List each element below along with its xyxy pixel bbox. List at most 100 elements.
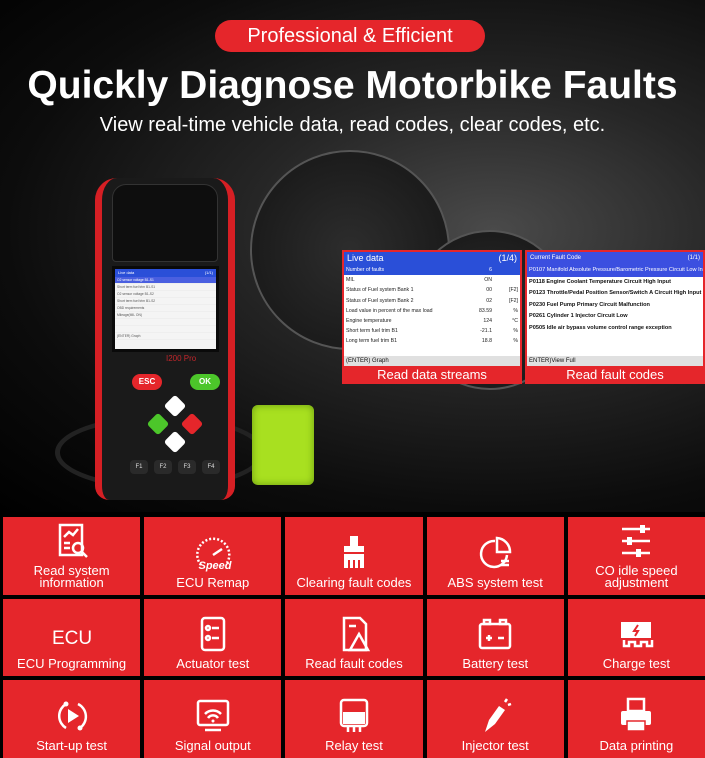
document-warning-icon: [342, 617, 371, 652]
printer-compartment: [112, 184, 218, 262]
feature-tile[interactable]: Data printing: [567, 680, 705, 758]
fault-code-caption: Read fault codes: [566, 367, 664, 382]
fault-code-page: (1/1): [687, 255, 700, 261]
live-data-row[interactable]: Short term fuel trim B1 -21.1%: [344, 326, 520, 336]
page-subtitle: View real-time vehicle data, read codes,…: [99, 114, 606, 136]
obd-connector: [252, 405, 314, 485]
fault-code-row[interactable]: P0261 Cylinder 1 Injector Circuit Low: [529, 313, 628, 319]
fault-code-row[interactable]: P0505 Idle air bypass volume control ran…: [529, 324, 672, 331]
screen-row: Mileage(MIL ON): [115, 312, 216, 319]
ecu-text-icon: ECU: [52, 628, 92, 649]
screen-page: (1/1): [204, 270, 213, 275]
parameter-name: Status of Fuel system Bank 1: [346, 287, 414, 294]
f1-button[interactable]: F1: [130, 460, 148, 474]
parameter-value: 18.8: [481, 338, 492, 345]
feature-tile[interactable]: Relay test: [285, 680, 423, 758]
parameter-unit: [492, 275, 518, 285]
f3-button[interactable]: F3: [178, 460, 196, 474]
pie-chart-icon: [480, 536, 512, 568]
feature-tile[interactable]: Charge test: [567, 598, 705, 677]
feature-tile[interactable]: Injector test: [426, 680, 564, 758]
feature-tile[interactable]: Read system information: [3, 517, 141, 595]
checklist-icon: [200, 617, 226, 652]
parameter-name: Load value in percent of the max load: [346, 307, 433, 314]
down-arrow-button[interactable]: [163, 430, 187, 454]
feature-label: ECU Programming: [17, 656, 127, 672]
feature-tile[interactable]: Start-up test: [3, 680, 141, 758]
feature-tile[interactable]: ABS system test: [426, 517, 564, 595]
live-data-row[interactable]: Number of faults 6: [344, 265, 520, 276]
feature-tile[interactable]: ECU ECU Programming: [3, 598, 141, 677]
feature-label: Battery test: [462, 656, 529, 672]
feature-label: ECU Remap: [176, 574, 250, 590]
sliders-icon: [622, 524, 651, 557]
live-data-title: Live data: [347, 253, 384, 263]
parameter-name: Number of faults: [346, 267, 385, 273]
live-data-row[interactable]: Load value in percent of the max load 83.…: [344, 306, 520, 316]
feature-tile[interactable]: Signal output: [144, 680, 282, 758]
feature-tile[interactable]: Actuator test: [144, 598, 282, 677]
parameter-value: ON: [484, 277, 492, 284]
screen-row: [115, 326, 216, 333]
fault-code-panel: Current Fault Code (1/1) P0107 Manifold A…: [525, 250, 705, 384]
tagline-badge: Professional & Efficient: [215, 20, 485, 52]
feature-tile[interactable]: CO idle speed adjustment: [567, 517, 705, 595]
left-arrow-button[interactable]: [146, 412, 170, 436]
screen-row: (ENTER) Graph: [115, 333, 216, 340]
fault-code-row[interactable]: P0230 Fuel Pump Primary Circuit Malfunct…: [529, 301, 650, 308]
device-screen: Live data(1/1) O2 sensor voltage B1-S1 S…: [112, 266, 219, 352]
parameter-value: 02: [486, 297, 492, 304]
parameter-unit: %: [513, 328, 518, 335]
parameter-name: Engine temperature: [346, 317, 392, 324]
ok-button[interactable]: OK: [190, 374, 220, 390]
parameter-value: 00: [486, 287, 492, 294]
svg-text:Speed: Speed: [198, 560, 231, 572]
feature-label: CO idle speed adjustment: [595, 562, 678, 590]
parameter-value: 83.59: [479, 307, 492, 314]
live-data-footer[interactable]: (ENTER) Graph: [344, 356, 520, 366]
parameter-value: 124: [483, 317, 492, 324]
parameter-unit: [F2]: [509, 297, 518, 304]
page-title: Quickly Diagnose Motorbike Faults: [27, 64, 678, 107]
fault-code-footer[interactable]: ENTER)View Full: [527, 356, 703, 366]
screen-row: O2 sensor voltage B1-S2: [115, 291, 216, 298]
brush-icon: [343, 535, 364, 568]
parameter-name: Short term fuel trim B1: [346, 328, 398, 335]
fault-code-row[interactable]: P0118 Engine Coolant Temperature Circuit…: [529, 278, 671, 285]
parameter-unit: [F2]: [509, 287, 518, 294]
feature-tile[interactable]: Battery test: [426, 598, 564, 677]
f2-button[interactable]: F2: [154, 460, 172, 474]
feature-label: ABS system test: [447, 574, 543, 590]
parameter-name: Long term fuel trim B1: [346, 338, 398, 345]
scanner-device: Live data(1/1) O2 sensor voltage B1-S1 S…: [95, 178, 235, 500]
screen-row: O2 sensor voltage B1-S1: [115, 277, 216, 284]
feature-label: Read fault codes: [305, 656, 403, 672]
f4-button[interactable]: F4: [202, 460, 220, 474]
model-label: I200 Pro: [166, 354, 197, 363]
fault-code-row[interactable]: P0107 Manifold Absolute Pressure/Baromet…: [527, 265, 703, 277]
esc-button[interactable]: ESC: [132, 374, 162, 390]
report-search-icon: [58, 523, 88, 558]
feature-label: Injector test: [461, 737, 529, 753]
feature-tile[interactable]: Read fault codes: [285, 598, 423, 677]
feature-label: Clearing fault codes: [296, 574, 412, 590]
feature-label: Start-up test: [36, 737, 107, 753]
monitor-wifi-icon: [196, 699, 230, 732]
fault-code-row[interactable]: P0123 Throttle/Pedal Position Sensor/Swi…: [529, 290, 702, 296]
parameter-value: 6: [489, 267, 492, 273]
up-arrow-button[interactable]: [163, 394, 187, 418]
parameter-unit: [492, 265, 518, 275]
fault-code-title: Current Fault Code: [530, 255, 582, 261]
printer-icon: [621, 697, 652, 732]
screen-row: OBD requirements: [115, 305, 216, 312]
right-arrow-button[interactable]: [180, 412, 204, 436]
live-data-row[interactable]: Status of Fuel system Bank 1 00 [F2]: [344, 285, 520, 295]
parameter-value: -21.1: [480, 328, 492, 335]
feature-tile[interactable]: Clearing fault codes: [285, 517, 423, 595]
